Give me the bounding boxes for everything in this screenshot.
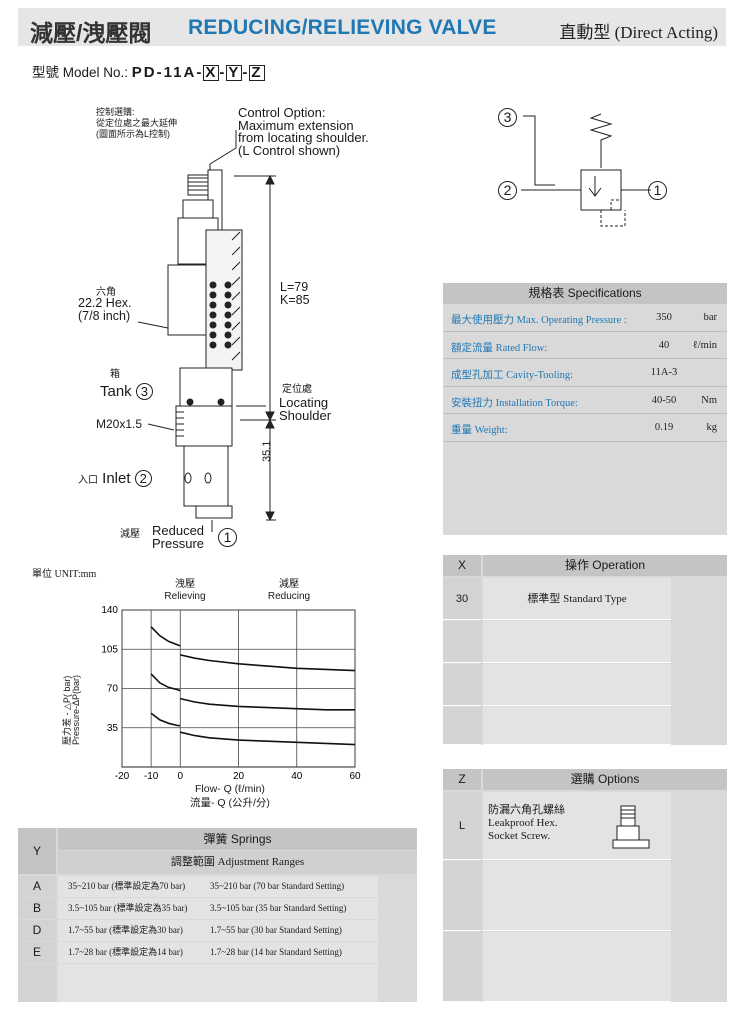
valve-section-drawing	[137, 130, 276, 532]
hex-label-cn: 六角	[96, 287, 116, 298]
specifications-title: 規格表 Specifications	[443, 283, 727, 304]
operation-table: X 操作 Operation 30 標準型 Standard Type	[443, 555, 727, 745]
springs-table: Y 彈簧 Springs 調整範圍 Adjustment Ranges A 35…	[18, 828, 417, 1002]
spring-key: E	[18, 942, 56, 963]
specifications-table: 規格表 Specifications 最大使用壓力 Max. Operating…	[443, 283, 727, 535]
page-header: 減壓/洩壓閥 REDUCING/RELIEVING VALVE 直動型 (Dir…	[18, 8, 726, 46]
options-title: 選購 Options	[483, 769, 727, 790]
page-title-en: REDUCING/RELIEVING VALVE	[188, 16, 497, 39]
symbol-port-2: 2	[498, 181, 517, 200]
springs-subtitle: 調整範圍 Adjustment Ranges	[58, 851, 417, 874]
control-option-cn: 控制選購: 從定位處之最大延伸 (圖面所示為L控制)	[96, 107, 178, 139]
model-code-x: X	[203, 64, 220, 81]
hydraulic-symbol	[521, 113, 651, 227]
spec-row: 成型孔加工 Cavity-Tooling:11A-3	[443, 359, 727, 387]
operation-key-header: X	[443, 555, 481, 576]
x-tick-label: 0	[177, 771, 183, 782]
spring-row: 3.5~105 bar (標準設定為35 bar)3.5~105 bar (35…	[58, 898, 378, 919]
tank-port-label: Tank 3	[100, 383, 153, 400]
spring-key: B	[18, 898, 56, 919]
symbol-port-1: 1	[648, 181, 667, 200]
y-tick-label: 70	[107, 684, 119, 695]
tank-label-cn: 箱	[110, 369, 120, 380]
series-line	[180, 654, 356, 672]
spring-key: A	[18, 876, 56, 897]
flow-pressure-chart: -20 -10 0 20 40 60 140 105 70 35	[101, 605, 361, 782]
spring-row: 35~210 bar (標準設定為70 bar)35~210 bar (70 b…	[58, 876, 378, 897]
series-line	[150, 626, 181, 647]
page-title-cn: 減壓/洩壓閥	[30, 20, 152, 46]
thread-label: M20x1.5	[96, 417, 143, 431]
operation-row-key: 30	[443, 578, 481, 620]
control-option-en: Control Option: Maximum extension from l…	[238, 105, 369, 158]
hex-socket-screw-icon	[612, 805, 650, 849]
spring-key: D	[18, 920, 56, 941]
spring-row: 1.7~28 bar (標準設定為14 bar)1.7~28 bar (14 b…	[58, 942, 378, 963]
valve-type-label: 直動型 (Direct Acting)	[559, 23, 718, 42]
options-key-header: Z	[443, 769, 481, 790]
dimension-35-1: 35.1	[261, 440, 273, 462]
hex-label-en: 22.2 Hex. (7/8 inch)	[78, 296, 132, 323]
y-tick-label: 140	[101, 605, 118, 616]
x-tick-label: 20	[233, 771, 245, 782]
port-2-marker: 2	[134, 470, 152, 487]
operation-title: 操作 Operation	[483, 555, 727, 576]
chart-xlabel: Flow- Q (ℓ/min)流量- Q (公升/分)	[190, 783, 270, 809]
reduced-pressure-label: Reduced Pressure	[152, 523, 205, 551]
symbol-port-3: 3	[498, 108, 517, 127]
chart-ylabel: 壓力差 - △P( bar) Pressure-ΔP(bar)	[62, 674, 81, 745]
unit-label: 單位 UNIT:mm	[32, 569, 97, 580]
y-tick-label: 105	[101, 644, 118, 655]
model-code: PD-11A-X-Y-Z	[131, 64, 265, 81]
y-tick-label: 35	[107, 723, 119, 734]
options-row-key: L	[443, 792, 481, 860]
model-number: 型號 Model No.: PD-11A-X-Y-Z	[32, 64, 265, 81]
length-dimensions: L=79 K=85	[280, 280, 310, 307]
inlet-port-label: 入口 Inlet 2	[78, 470, 152, 487]
springs-key-header: Y	[18, 828, 56, 874]
series-line	[150, 673, 181, 692]
series-line	[180, 731, 356, 746]
locating-shoulder-label: Locating Shoulder	[279, 395, 332, 423]
reduced-label-cn: 減壓	[120, 529, 140, 540]
port-1-marker: 1	[218, 528, 237, 547]
x-tick-label: -20	[115, 771, 130, 782]
operation-row-text: 標準型 Standard Type	[483, 578, 671, 620]
spring-row: 1.7~55 bar (標準設定為30 bar)1.7~55 bar (30 b…	[58, 920, 378, 941]
series-line	[150, 712, 181, 727]
x-tick-label: 60	[349, 771, 361, 782]
x-tick-label: 40	[291, 771, 303, 782]
model-code-y: Y	[226, 64, 243, 81]
locating-label-cn: 定位處	[282, 384, 312, 395]
springs-title: 彈簧 Springs	[58, 828, 417, 850]
port-3-marker: 3	[135, 383, 153, 400]
series-line	[180, 697, 355, 711]
model-code-z: Z	[249, 64, 265, 81]
x-tick-label: -10	[144, 771, 159, 782]
